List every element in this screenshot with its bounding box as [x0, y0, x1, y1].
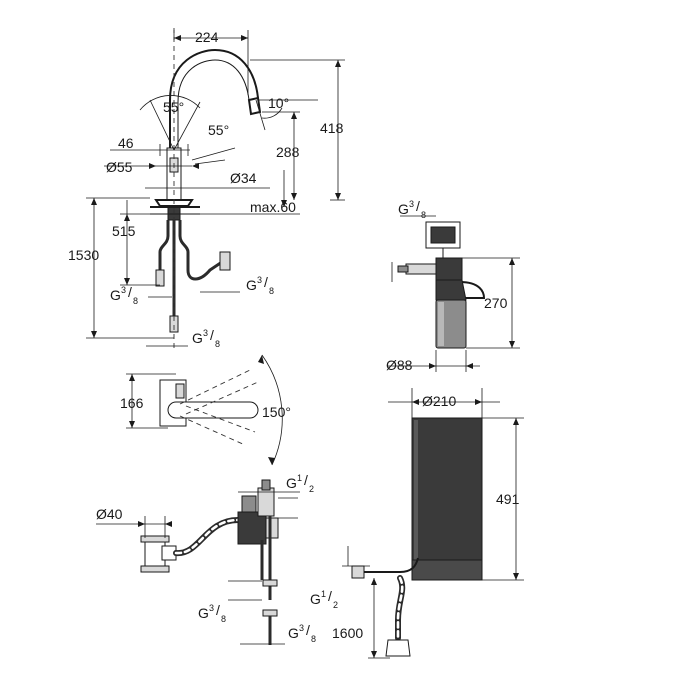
svg-text:1: 1: [297, 473, 302, 483]
svg-text:/: /: [306, 622, 310, 638]
valve-block: [237, 511, 267, 545]
svg-text:3: 3: [209, 603, 214, 613]
dim-max-deck: max.60: [250, 199, 296, 215]
filter-head: [435, 257, 463, 281]
installation-kit: Ø40 G 1 / 2 G 3 / 8 G 3 / 8: [96, 472, 316, 645]
hose-right: [178, 220, 223, 281]
svg-text:3: 3: [299, 623, 304, 633]
dim-hose-short: 515: [112, 223, 136, 239]
dim-pipe-diameter: Ø40: [96, 506, 123, 522]
svg-text:2: 2: [333, 600, 338, 610]
svg-text:2: 2: [309, 484, 314, 494]
hose-right-fitting: [219, 251, 231, 271]
dim-total-height: 418: [320, 120, 344, 136]
faucet-top-view: 150° 166: [120, 354, 291, 466]
dim-mount-hole: Ø34: [230, 170, 257, 186]
chiller-tank: Ø210 491 G 1 / 2 1600: [310, 388, 524, 659]
spout-top-left-ghost: [179, 369, 259, 415]
svg-text:8: 8: [215, 339, 220, 349]
swivel-arc: [261, 354, 283, 466]
svg-text:8: 8: [221, 614, 226, 624]
dim-tank-diameter: Ø210: [422, 393, 456, 409]
svg-text:3: 3: [257, 275, 262, 285]
spout-inner: [177, 59, 250, 150]
dim-tank-height: 491: [496, 491, 520, 507]
thread-half-top-g: G: [286, 475, 297, 491]
dim-hose-long: 1530: [68, 247, 99, 263]
thread-filter-g: G: [398, 201, 409, 217]
filter-unit: G 3 / 8 270 Ø88: [386, 198, 520, 373]
faucet-side-view: 224 55° 55° 10° 418 288 46 Ø55: [68, 28, 345, 350]
thread-right-g: G: [246, 277, 257, 293]
thread-bottom-g: G: [288, 625, 299, 641]
svg-text:/: /: [128, 284, 132, 300]
svg-text:1: 1: [321, 589, 326, 599]
svg-text:/: /: [328, 588, 332, 604]
svg-text:3: 3: [203, 328, 208, 338]
dim-base-offset: 46: [118, 135, 134, 151]
thread-left-g: G: [110, 287, 121, 303]
spout-top-current: [167, 401, 259, 419]
svg-text:3: 3: [409, 199, 414, 209]
svg-text:/: /: [416, 198, 420, 214]
hose-left-fitting: [155, 269, 165, 287]
angle-swivel: 150°: [262, 404, 291, 420]
svg-text:/: /: [264, 274, 268, 290]
svg-text:/: /: [304, 472, 308, 488]
dim-filter-height: 270: [484, 295, 508, 311]
svg-text:8: 8: [133, 296, 138, 306]
svg-text:8: 8: [311, 634, 316, 644]
svg-text:3: 3: [121, 285, 126, 295]
dim-base-diameter: Ø55: [106, 159, 133, 175]
dim-filter-diameter: Ø88: [386, 357, 413, 373]
dim-swivel-depth: 166: [120, 395, 144, 411]
hose-left: [158, 220, 170, 285]
spout-outer: [169, 48, 259, 150]
thread-tank-g: G: [310, 591, 321, 607]
tank-body: [411, 417, 483, 581]
dim-cable-length: 1600: [332, 625, 363, 641]
spout-top-right-ghost: [179, 405, 256, 446]
svg-text:8: 8: [269, 286, 274, 296]
thread-mid-g: G: [198, 605, 209, 621]
angle-right: 55°: [208, 122, 229, 138]
thread-center-g: G: [192, 330, 203, 346]
svg-text:/: /: [210, 327, 214, 343]
angle-left: 55°: [163, 99, 184, 115]
dim-spout-height: 288: [276, 144, 300, 160]
svg-text:/: /: [216, 602, 220, 618]
angle-tilt: 10°: [268, 95, 289, 111]
svg-text:8: 8: [421, 210, 426, 220]
dim-spout-reach: 224: [195, 29, 219, 45]
